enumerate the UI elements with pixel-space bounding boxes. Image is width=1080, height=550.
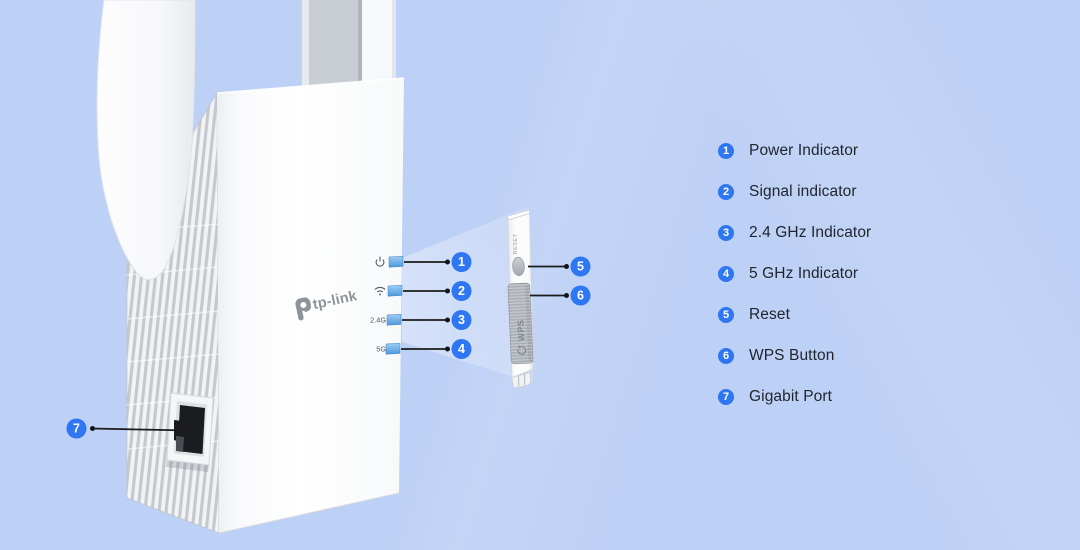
svg-text:1: 1 bbox=[458, 255, 465, 269]
legend-badge-6: 6 bbox=[718, 347, 734, 364]
callout-2: 2 bbox=[403, 281, 472, 301]
legend-badge-5: 5 bbox=[718, 306, 734, 323]
legend-badge-1: 1 bbox=[718, 142, 734, 159]
svg-text:4: 4 bbox=[458, 342, 465, 356]
power-led bbox=[388, 255, 404, 268]
legend-label-6: WPS Button bbox=[749, 346, 835, 364]
callout-7: 7 bbox=[66, 418, 190, 439]
svg-text:7: 7 bbox=[73, 422, 80, 436]
reset-label: RESET bbox=[513, 233, 519, 254]
callout-1: 1 bbox=[404, 252, 472, 272]
legend-label-7: Gigabit Port bbox=[749, 387, 833, 405]
callout-3: 3 bbox=[402, 310, 472, 330]
callout-2-badge bbox=[451, 281, 472, 301]
band-2-4-led bbox=[386, 313, 402, 326]
legend-item-reset: 5 Reset bbox=[718, 294, 871, 335]
callout-3-badge bbox=[451, 310, 472, 330]
band-2-4-label: 2.4G bbox=[370, 316, 386, 325]
legend-label-5: Reset bbox=[749, 305, 790, 323]
side-panel-feet bbox=[511, 372, 531, 389]
callout-5-badge bbox=[570, 256, 591, 277]
legend-item-gigabit-port: 7 Gigabit Port bbox=[718, 376, 871, 417]
wifi-icon bbox=[374, 286, 386, 296]
legend-label-1: Power Indicator bbox=[749, 141, 859, 159]
tp-link-glyph-icon bbox=[295, 297, 312, 321]
rj45-jack bbox=[177, 405, 205, 454]
legend: 1 Power Indicator 2 Signal indicator 3 2… bbox=[718, 130, 871, 417]
signal-led bbox=[387, 284, 403, 297]
legend-item-2-4ghz-indicator: 3 2.4 GHz Indicator bbox=[718, 212, 871, 253]
legend-label-2: Signal indicator bbox=[749, 182, 857, 200]
wps-refresh-icon bbox=[517, 345, 527, 355]
side-panel-view: RESET WPS bbox=[507, 209, 534, 389]
legend-label-4: 5 GHz Indicator bbox=[749, 264, 859, 282]
legend-item-power-indicator: 1 Power Indicator bbox=[718, 130, 871, 171]
callout-6: 6 bbox=[530, 285, 591, 306]
legend-label-3: 2.4 GHz Indicator bbox=[749, 223, 872, 241]
callout-4-badge bbox=[451, 339, 472, 359]
legend-item-wps-button: 6 WPS Button bbox=[718, 335, 871, 376]
wps-button: WPS bbox=[507, 282, 534, 365]
power-icon bbox=[375, 256, 385, 267]
legend-badge-2: 2 bbox=[718, 183, 734, 200]
led-strip: 2.4G 5G bbox=[370, 255, 404, 355]
svg-text:2: 2 bbox=[458, 284, 465, 298]
band-5-label: 5G bbox=[376, 345, 386, 354]
legend-badge-4: 4 bbox=[718, 265, 734, 282]
svg-text:6: 6 bbox=[577, 289, 584, 303]
right-antenna bbox=[302, 0, 396, 98]
svg-text:5: 5 bbox=[577, 260, 584, 274]
legend-badge-3: 3 bbox=[718, 224, 734, 241]
callout-5: 5 bbox=[528, 256, 591, 277]
reset-button bbox=[512, 256, 525, 277]
legend-item-5ghz-indicator: 4 5 GHz Indicator bbox=[718, 253, 871, 294]
callout-7-badge bbox=[66, 418, 87, 439]
callout-6-badge bbox=[570, 285, 591, 306]
gigabit-port bbox=[166, 392, 214, 472]
band-5-led bbox=[385, 342, 401, 355]
svg-text:3: 3 bbox=[458, 313, 465, 327]
legend-badge-7: 7 bbox=[718, 388, 734, 405]
callout-4: 4 bbox=[401, 339, 472, 359]
wps-label: WPS bbox=[515, 319, 526, 341]
callout-1-badge bbox=[451, 252, 472, 272]
legend-item-signal-indicator: 2 Signal indicator bbox=[718, 171, 871, 212]
left-antenna bbox=[96, 0, 196, 280]
